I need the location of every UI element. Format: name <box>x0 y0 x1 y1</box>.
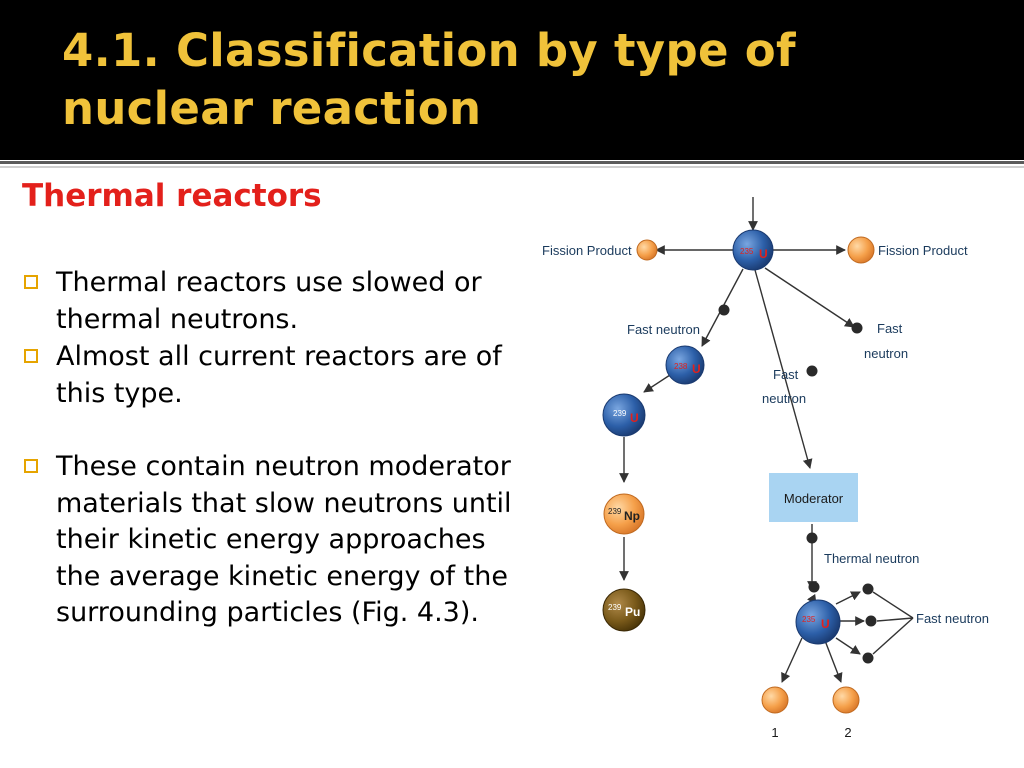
connector-lines <box>619 197 914 683</box>
nucleus-np239: 239 Np <box>603 493 645 535</box>
fast-neutron-mid-label: Fast <box>773 367 799 382</box>
fast-neutron-left-label: Fast neutron <box>627 322 700 337</box>
fission-product-left-label: Fission Product <box>542 243 632 258</box>
svg-text:U: U <box>630 411 639 425</box>
svg-text:239: 239 <box>608 507 622 516</box>
neutron-dot <box>718 304 730 316</box>
neutron-dot <box>862 583 874 595</box>
svg-text:235: 235 <box>802 615 816 624</box>
title-bar <box>0 0 1024 160</box>
fission-product-right-icon <box>847 236 875 264</box>
neutron-dot <box>862 652 874 664</box>
svg-text:238: 238 <box>674 362 688 371</box>
bullet-item: Thermal reactors use slowed or thermal n… <box>24 265 514 338</box>
neutron-dot <box>808 581 820 593</box>
moderator-box <box>769 473 858 522</box>
svg-text:U: U <box>759 247 768 261</box>
bullet-square-icon <box>24 349 38 363</box>
neutron-dot <box>851 322 863 334</box>
fast-neutron-right-label: Fast <box>877 321 903 336</box>
title-divider-light <box>0 166 1024 168</box>
nucleus-u239: 239 U <box>602 393 646 437</box>
product-1-label: 1 <box>771 725 778 740</box>
svg-text:Np: Np <box>624 509 640 523</box>
neutron-dot <box>865 615 877 627</box>
product-2-label: 2 <box>844 725 851 740</box>
fast-neutron-mid-label-2: neutron <box>762 391 806 406</box>
fission-product-2-icon <box>832 686 860 714</box>
neutron-dot <box>806 532 818 544</box>
neutron-dot <box>806 365 818 377</box>
slide-title: 4.1. Classification by type of nuclear r… <box>62 24 796 135</box>
svg-text:Pu: Pu <box>625 605 640 619</box>
fission-product-left-icon <box>636 239 658 261</box>
nucleus-u235-top: 235 U <box>732 229 774 271</box>
fission-product-1-icon <box>761 686 789 714</box>
bullet-item: These contain neutron moderator material… <box>24 449 514 632</box>
thermal-neutron-label: Thermal neutron <box>824 551 919 566</box>
fast-neutron-bottom-label: Fast neutron <box>916 611 989 626</box>
svg-text:239: 239 <box>613 409 627 418</box>
nucleus-pu239: 239 Pu <box>602 588 646 632</box>
nucleus-u235-bottom: 235 U <box>795 599 841 645</box>
bullet-text: These contain neutron moderator material… <box>56 451 512 628</box>
fission-product-right-label: Fission Product <box>878 243 968 258</box>
neutron-dots <box>718 304 877 664</box>
moderator-label: Moderator <box>784 491 844 506</box>
fast-neutron-right-label-2: neutron <box>864 346 908 361</box>
title-divider <box>0 161 1024 164</box>
svg-text:U: U <box>692 362 701 376</box>
bullet-square-icon <box>24 275 38 289</box>
svg-text:239: 239 <box>608 603 622 612</box>
svg-text:235: 235 <box>740 247 754 256</box>
bullet-text: Almost all current reactors are of this … <box>56 341 502 409</box>
bullet-text: Thermal reactors use slowed or thermal n… <box>56 267 482 335</box>
fission-chain-diagram: 235 U 238 U 239 U 239 Np 239 Pu 235 U Mo… <box>542 197 989 740</box>
bullet-square-icon <box>24 459 38 473</box>
bullet-item: Almost all current reactors are of this … <box>24 339 514 412</box>
section-heading: Thermal reactors <box>22 178 322 214</box>
nucleus-u238: 238 U <box>665 345 705 385</box>
svg-text:U: U <box>821 617 830 631</box>
